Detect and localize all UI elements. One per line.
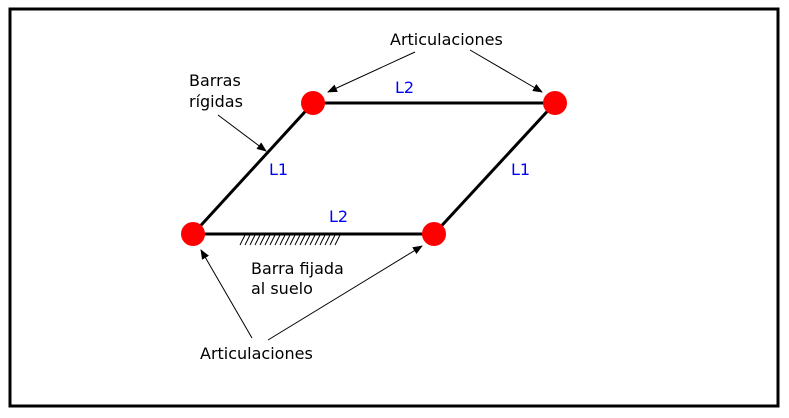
bar-right [432,101,557,236]
label-bar-left: L1 [269,160,288,179]
joint-bottom-right [422,222,446,246]
bar-left [191,101,315,236]
label-bar-top: L2 [395,78,414,97]
label-rigid-bars-line1: Barras [189,71,241,90]
arrow-bottom-to-left-joint [200,249,253,339]
label-rigid-bars-line2: rígidas [189,92,243,111]
label-bar-bottom: L2 [329,207,348,226]
label-fixed-bar-line2: al suelo [251,279,313,298]
label-fixed-bar-line1: Barra fijada [251,259,344,278]
arrow-bottom-to-right-joint [267,245,423,341]
joint-bottom-left [181,222,205,246]
ground-hatching [239,234,341,246]
arrow-top-to-left-joint [327,51,416,93]
arrow-rigid-bars [217,114,267,152]
frame-border [8,7,780,408]
joint-top-right [543,91,567,115]
label-top-articulaciones: Articulaciones [390,30,503,49]
label-bottom-articulaciones: Articulaciones [200,344,313,363]
label-bar-right: L1 [511,160,530,179]
joint-top-left [301,91,325,115]
arrow-top-to-right-joint [469,49,543,93]
